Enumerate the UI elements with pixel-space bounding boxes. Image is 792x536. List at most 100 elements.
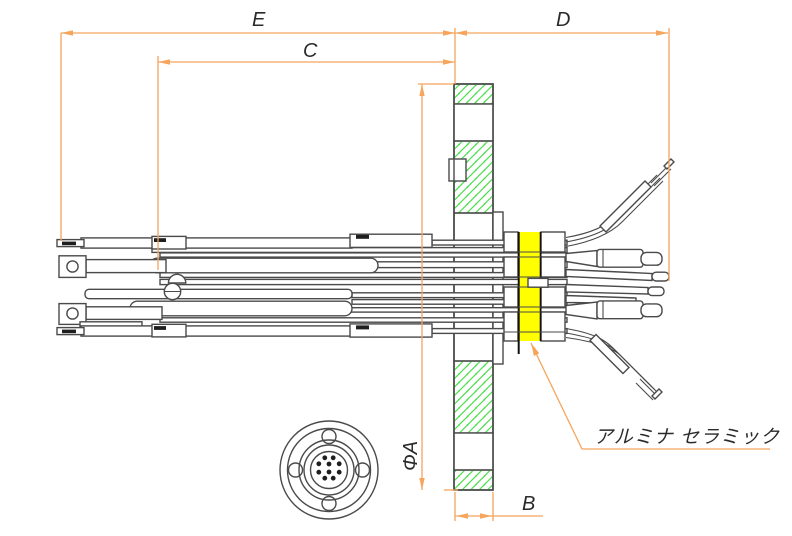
pin <box>316 461 322 467</box>
dimension-phi-a: ΦA <box>400 83 458 491</box>
body-block <box>540 286 566 308</box>
pin <box>330 455 336 461</box>
socket-contact-upper <box>565 248 663 268</box>
body-block <box>540 311 566 342</box>
crimp-mark <box>154 238 166 242</box>
dimension-label-d: D <box>556 9 570 31</box>
body-block <box>503 311 519 342</box>
ring-terminal-lower <box>58 300 353 326</box>
bolt-hole <box>354 462 371 478</box>
flange-groove <box>448 158 467 182</box>
contact-pins <box>565 268 670 305</box>
arrowhead <box>455 30 467 36</box>
arrowhead <box>456 513 468 519</box>
feedthrough-body <box>503 231 566 354</box>
pin <box>322 475 328 481</box>
flange-hatch-band <box>453 83 494 105</box>
dimension-label-b: B <box>522 493 535 515</box>
lug-rod <box>129 300 353 317</box>
arrowhead <box>158 59 170 65</box>
spade-bar <box>80 237 353 249</box>
lug-rod <box>149 257 379 274</box>
crimp-dome <box>167 273 187 284</box>
flange-hatch-band <box>453 360 494 434</box>
flange-hatch-band <box>453 469 494 491</box>
arrowhead <box>61 30 73 36</box>
arrowhead <box>419 84 425 96</box>
flange-side-view <box>448 83 504 491</box>
pin <box>316 469 322 475</box>
shell-ring <box>298 439 360 501</box>
bolt-hole <box>321 428 337 445</box>
conductor-bar <box>84 288 353 300</box>
dimension-label-e: E <box>252 9 266 31</box>
pin <box>326 461 332 467</box>
leader-line <box>530 342 770 450</box>
flange-bolt-hole-bottom <box>453 432 494 471</box>
bolt-hole <box>287 462 304 478</box>
dimension-label-c: C <box>303 40 318 62</box>
pin <box>336 469 342 475</box>
weld-hub <box>492 211 504 365</box>
left-terminals <box>56 233 568 338</box>
front-view <box>279 420 379 520</box>
socket-tip <box>640 303 663 318</box>
pin <box>336 461 342 467</box>
body-block <box>540 256 566 278</box>
spade-bar <box>80 325 353 337</box>
socket-barrel <box>596 300 644 320</box>
spade-terminal-bottom <box>56 321 433 338</box>
wire <box>565 180 664 248</box>
spade-slot <box>62 329 76 334</box>
flange-ring <box>286 427 372 513</box>
crimp-sleeve <box>349 323 433 338</box>
dimension-label-phi-a: ΦA <box>400 441 422 471</box>
arrowhead <box>443 59 455 65</box>
conductor-rod <box>159 278 568 286</box>
dimension-c: C <box>157 40 455 270</box>
wire-tip <box>651 388 663 400</box>
pin <box>330 475 336 481</box>
dimension-b: B <box>454 492 543 521</box>
spade-slot <box>62 241 76 246</box>
socket-neck <box>565 301 598 320</box>
lead-wire-bottom <box>565 327 663 401</box>
socket-tip <box>640 251 663 266</box>
ceramic-material-label: アルミナ セラミック <box>594 427 780 448</box>
dimension-d: D <box>455 9 670 281</box>
contact-pin <box>565 283 649 295</box>
connector-pins <box>316 455 342 481</box>
ceramic-callout: アルミナ セラミック <box>530 342 780 450</box>
pin-tip <box>647 286 665 297</box>
lug-strap <box>85 258 167 274</box>
socket-barrel <box>596 248 644 268</box>
body-block <box>540 231 566 253</box>
flange-outer-circle <box>279 420 379 520</box>
lead-wire-top <box>565 158 675 248</box>
right-terminals <box>565 158 675 401</box>
arrowhead <box>656 30 668 36</box>
crimp-mark <box>356 325 369 330</box>
pin-circle-boundary <box>309 450 349 490</box>
pin <box>326 469 332 475</box>
wire <box>565 336 659 394</box>
body-block <box>503 286 519 308</box>
arrowhead <box>443 30 455 36</box>
contact-pin <box>565 268 653 282</box>
lug-strap <box>85 306 163 321</box>
shell-ring <box>303 444 355 496</box>
crimp-sleeve <box>349 233 433 249</box>
leader-arrowhead <box>531 343 540 356</box>
pin <box>322 455 328 461</box>
lug-hole <box>66 260 79 273</box>
arrowhead <box>419 478 425 490</box>
bolt-hole <box>321 495 337 512</box>
body-notch <box>527 277 549 288</box>
spade-terminal-top <box>56 233 433 250</box>
arrowhead <box>480 513 492 519</box>
socket-neck <box>565 249 598 268</box>
crimp-mark <box>356 234 369 239</box>
wire <box>650 165 672 187</box>
crimp-mark <box>154 326 166 330</box>
